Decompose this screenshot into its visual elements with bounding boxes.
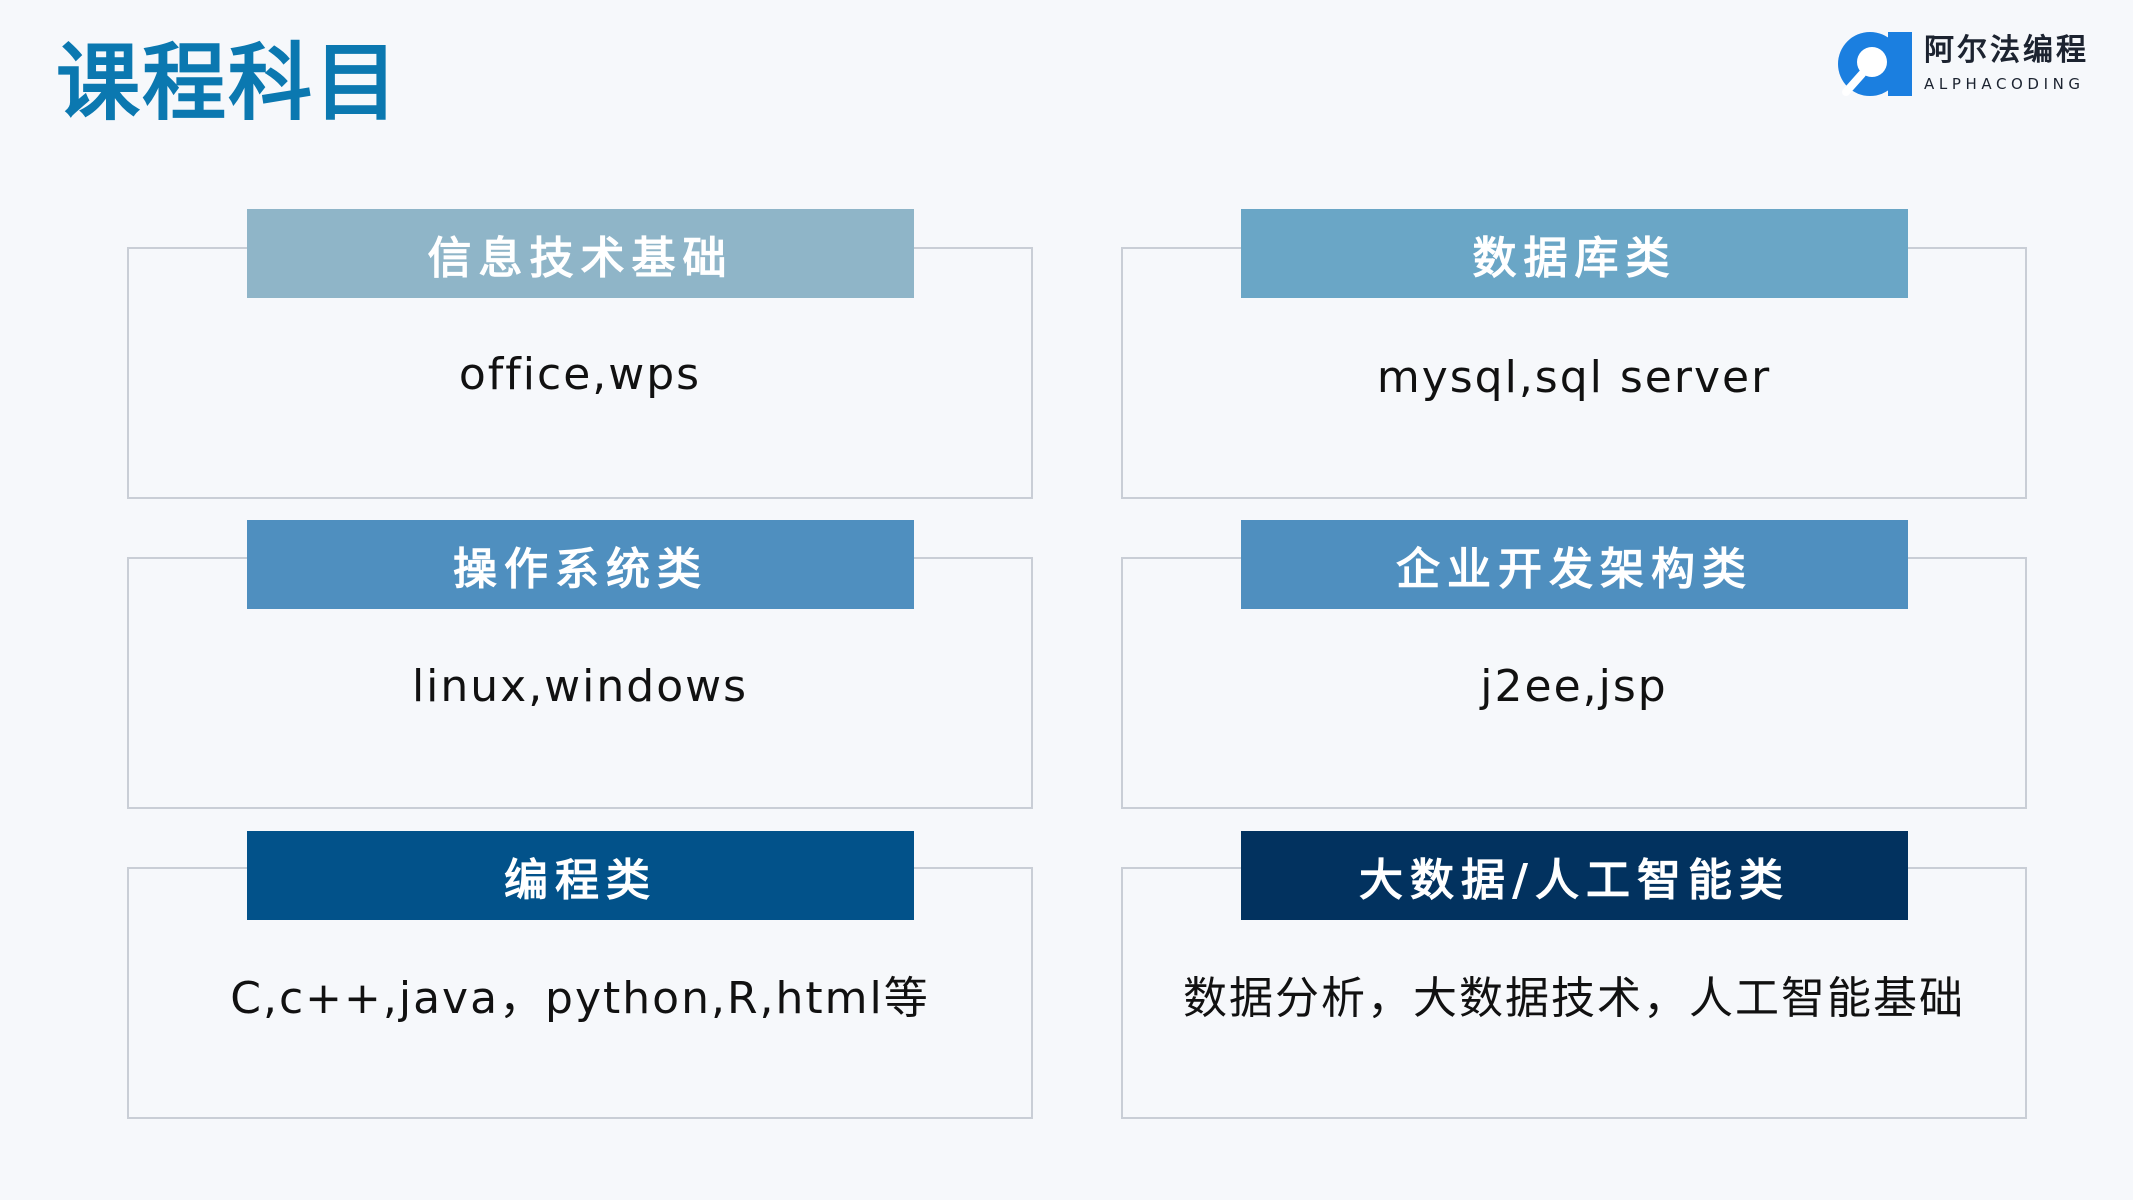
card-content-database: mysql,sql server <box>1376 352 1772 403</box>
card-header-bigdata-ai: 大数据/人工智能类 <box>1241 831 1908 920</box>
alpha-logo-icon <box>1838 32 1912 96</box>
card-header-programming: 编程类 <box>247 831 914 920</box>
card-content-bigdata-ai: 数据分析，大数据技术，人工智能基础 <box>1183 973 1965 1024</box>
card-content-os: linux,windows <box>411 661 749 712</box>
card-header-database: 数据库类 <box>1241 209 1908 298</box>
card-header-info-tech: 信息技术基础 <box>247 209 914 298</box>
logo-name-en: ALPHACODING <box>1924 75 2085 93</box>
logo-name-cn: 阿尔法编程 <box>1924 33 2089 68</box>
card-header-os: 操作系统类 <box>247 520 914 609</box>
page-title: 课程科目 <box>56 34 401 132</box>
card-content-enterprise: j2ee,jsp <box>1480 661 1668 712</box>
card-content-programming: C,c++,java，python,R,html等 <box>230 973 930 1024</box>
logo: 阿尔法编程 ALPHACODING <box>1836 28 2089 98</box>
card-content-info-tech: office,wps <box>458 349 702 400</box>
card-header-enterprise: 企业开发架构类 <box>1241 520 1908 609</box>
